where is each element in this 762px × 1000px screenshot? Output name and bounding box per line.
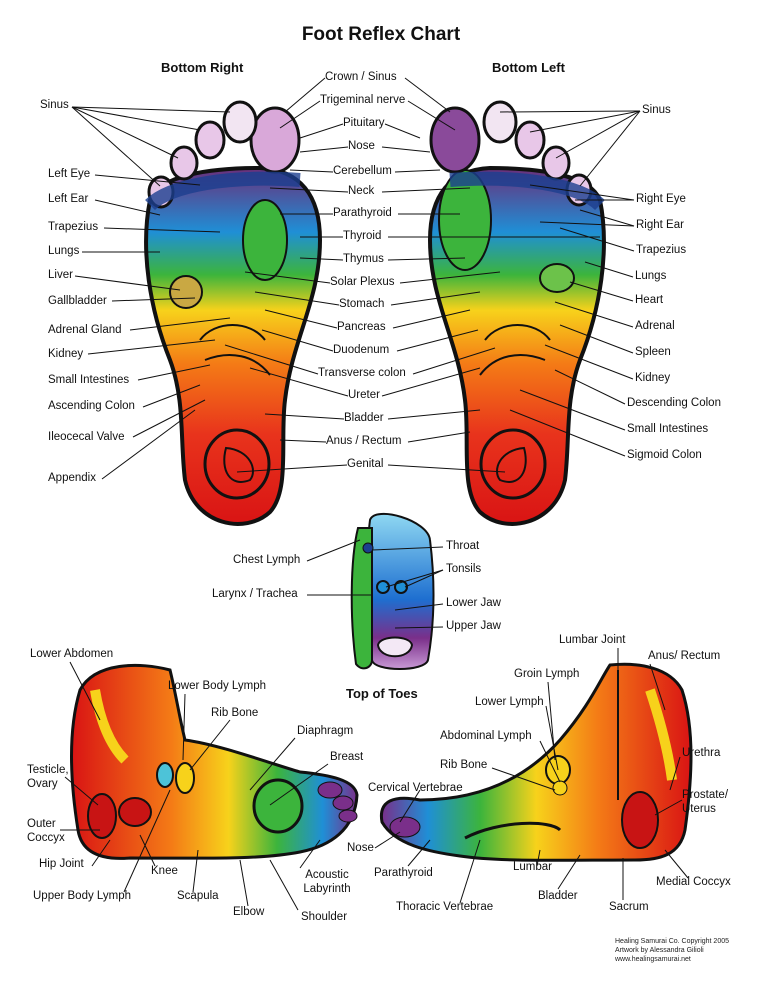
- label-nose-sole: Nose: [348, 140, 375, 152]
- label-pancreas: Pancreas: [337, 321, 386, 333]
- label-acoustic-labyrinth: Acoustic Labyrinth: [303, 869, 351, 895]
- label-groin-lymph: Groin Lymph: [514, 668, 580, 680]
- label-sigmoid-colon: Sigmoid Colon: [627, 449, 702, 461]
- label-lumbar-joint: Lumbar Joint: [559, 634, 626, 646]
- label-hip-joint: Hip Joint: [39, 858, 84, 870]
- label-appendix: Appendix: [48, 472, 96, 484]
- label-elbow: Elbow: [233, 906, 265, 918]
- label-thoracic-vertebrae: Thoracic Vertebrae: [396, 901, 494, 913]
- label-chest-lymph: Chest Lymph: [233, 554, 301, 566]
- label-spleen: Spleen: [635, 346, 671, 358]
- label-lower-jaw: Lower Jaw: [446, 597, 501, 609]
- label-lower-body-lymph: Lower Body Lymph: [168, 680, 267, 692]
- label-transverse-colon: Transverse colon: [318, 367, 406, 379]
- label-anus-rectum-side: Anus/ Rectum: [648, 650, 721, 662]
- label-lower-abdomen: Lower Abdomen: [30, 648, 114, 660]
- label-genital: Genital: [347, 458, 384, 470]
- label-parathyroid-side: Parathyroid: [374, 867, 433, 879]
- left-sole-illustration: [427, 100, 606, 526]
- label-ascending-colon: Ascending Colon: [48, 400, 135, 412]
- outer-side-view-illustration: [70, 663, 359, 860]
- label-urethra: Urethra: [682, 747, 721, 759]
- top-of-toes-illustration: [350, 512, 435, 670]
- label-small-intestines-left: Small Intestines: [48, 374, 130, 386]
- label-kidney-left: Kidney: [48, 348, 84, 360]
- label-lower-lymph: Lower Lymph: [475, 696, 544, 708]
- label-lungs-left: Lungs: [48, 245, 80, 257]
- label-trapezius-left: Trapezius: [48, 221, 99, 233]
- label-tonsils: Tonsils: [446, 563, 482, 575]
- copyright-credit: Healing Samurai Co. Copyright 2005 Artwo…: [615, 937, 729, 964]
- label-trapezius-right: Trapezius: [636, 244, 687, 256]
- label-abdominal-lymph: Abdominal Lymph: [440, 730, 532, 742]
- label-descending-colon: Descending Colon: [627, 397, 721, 409]
- inner-side-view-illustration: [379, 662, 693, 862]
- label-crown-sinus: Crown / Sinus: [325, 71, 397, 83]
- leader-lines: [60, 77, 689, 911]
- toes-caption: Top of Toes: [346, 686, 418, 701]
- label-left-ear: Left Ear: [48, 193, 89, 205]
- label-right-ear: Right Ear: [636, 219, 684, 231]
- label-kidney-right: Kidney: [635, 372, 671, 384]
- label-prostate-uterus: Prostate/ Uterus: [682, 789, 729, 815]
- label-adrenal: Adrenal: [635, 320, 675, 332]
- label-scapula: Scapula: [177, 890, 219, 902]
- label-cervical-vertebrae: Cervical Vertebrae: [368, 782, 463, 794]
- label-small-intestines-right: Small Intestines: [627, 423, 709, 435]
- label-testicle-ovary: Testicle, Ovary: [27, 764, 69, 790]
- label-lumbar: Lumbar: [513, 861, 552, 873]
- credit-line: Artwork by Alessandra Gilioli: [615, 947, 704, 954]
- label-sacrum: Sacrum: [609, 901, 649, 913]
- right-sole-illustration: [144, 100, 323, 526]
- label-parathyroid-sole: Parathyroid: [333, 207, 392, 219]
- label-pituitary: Pituitary: [343, 117, 385, 129]
- label-breast: Breast: [330, 751, 364, 763]
- credit-line: Healing Samurai Co. Copyright 2005: [615, 938, 730, 945]
- label-nose-side: Nose: [347, 842, 374, 854]
- label-left-eye: Left Eye: [48, 168, 91, 180]
- label-bladder-sole: Bladder: [344, 412, 384, 424]
- label-duodenum: Duodenum: [333, 344, 390, 356]
- label-diaphragm: Diaphragm: [297, 725, 354, 737]
- label-ureter: Ureter: [348, 389, 380, 401]
- subtitle-bottom-right: Bottom Right: [161, 60, 244, 75]
- label-outer-coccyx: Outer Coccyx: [27, 818, 65, 844]
- label-gallbladder: Gallbladder: [48, 295, 107, 307]
- label-rib-bone-right: Rib Bone: [440, 759, 488, 771]
- chart-title: Foot Reflex Chart: [301, 24, 461, 45]
- label-throat: Throat: [446, 540, 480, 552]
- label-anus-rectum-sole: Anus / Rectum: [326, 435, 402, 447]
- label-medial-coccyx: Medial Coccyx: [656, 876, 731, 888]
- label-sinus-right: Sinus: [642, 104, 671, 116]
- label-shoulder: Shoulder: [301, 911, 348, 923]
- label-trigeminal-nerve: Trigeminal nerve: [320, 94, 406, 106]
- label-sinus-left: Sinus: [40, 99, 69, 111]
- label-solar-plexus: Solar Plexus: [330, 276, 395, 288]
- label-bladder-side: Bladder: [538, 890, 578, 902]
- label-liver: Liver: [48, 269, 73, 281]
- label-upper-jaw: Upper Jaw: [446, 620, 501, 632]
- label-larynx-trachea: Larynx / Trachea: [212, 588, 298, 600]
- label-adrenal-gland: Adrenal Gland: [48, 324, 122, 336]
- label-heart: Heart: [635, 294, 664, 306]
- label-ileocecal-valve: Ileocecal Valve: [48, 431, 125, 443]
- label-thyroid: Thyroid: [343, 230, 382, 242]
- label-knee: Knee: [151, 865, 178, 877]
- label-upper-body-lymph: Upper Body Lymph: [33, 890, 132, 902]
- credit-line: www.healingsamurai.net: [615, 956, 691, 963]
- label-right-eye: Right Eye: [636, 193, 686, 205]
- label-stomach: Stomach: [339, 298, 385, 310]
- label-lungs-right: Lungs: [635, 270, 667, 282]
- label-neck: Neck: [348, 185, 375, 197]
- label-rib-bone-left: Rib Bone: [211, 707, 259, 719]
- label-thymus: Thymus: [343, 253, 384, 265]
- subtitle-bottom-left: Bottom Left: [492, 60, 565, 75]
- label-cerebellum: Cerebellum: [333, 165, 392, 177]
